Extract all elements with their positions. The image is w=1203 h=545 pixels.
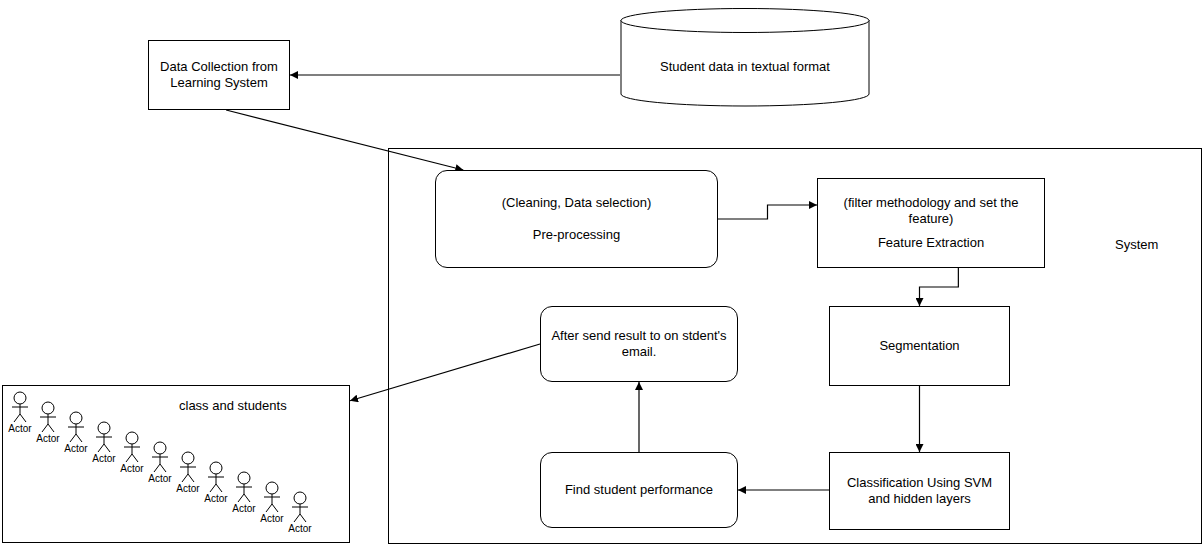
actor-body <box>40 414 56 432</box>
actor-head <box>42 402 54 414</box>
flow-arrow <box>226 110 463 170</box>
process-box: Segmentation <box>829 306 1010 386</box>
actor-figure <box>40 402 56 432</box>
actor-figure <box>68 412 84 442</box>
cylinder-top <box>621 9 869 33</box>
actor-group-box: class and students <box>2 385 350 543</box>
actor-label: Actor <box>56 443 96 455</box>
actor-label: Actor <box>0 423 40 435</box>
node-text: Feature Extraction <box>878 235 984 251</box>
process-box: Classification Using SVM and hidden laye… <box>829 452 1010 530</box>
process-box: After send result to on stdent's email. <box>540 306 738 382</box>
system-boundary: (Cleaning, Data selection) Pre-processing… <box>388 148 1202 544</box>
actor-head <box>266 482 278 494</box>
node-text: Pre-processing <box>533 227 620 243</box>
actor-body <box>236 484 252 502</box>
node-text: class and students <box>179 398 287 414</box>
actor-figure <box>96 422 112 452</box>
actor-figure <box>152 442 168 472</box>
node-text: (filter methodology and set the feature) <box>826 195 1036 227</box>
actor-label: Actor <box>28 433 68 445</box>
actor-head <box>154 442 166 454</box>
actor-head <box>182 452 194 464</box>
cylinder-outline <box>620 8 870 106</box>
actor-label: Actor <box>112 463 152 475</box>
actor-head <box>70 412 82 424</box>
actor-figure <box>208 462 224 492</box>
actor-head <box>14 392 26 404</box>
actor-body <box>12 404 28 422</box>
actor-body <box>124 444 140 462</box>
actor-head <box>238 472 250 484</box>
actor-figure <box>264 482 280 512</box>
process-box: Find student performance <box>540 452 738 528</box>
process-box: (Cleaning, Data selection) Pre-processing <box>435 170 718 268</box>
flow-arrow <box>919 386 920 452</box>
node-text: After send result to on stdent's email. <box>549 328 729 360</box>
node-text: System <box>1115 237 1158 253</box>
actor-label: Actor <box>196 493 236 505</box>
process-box: (filter methodology and set the feature)… <box>817 178 1045 268</box>
actor-label: Actor <box>224 503 264 515</box>
actor-figure <box>236 472 252 502</box>
node-text: Find student performance <box>565 482 713 498</box>
node-text: Data Collection from Learning System <box>157 59 281 91</box>
flow-arrow <box>638 382 639 452</box>
actor-body <box>292 504 308 522</box>
actor-body <box>152 454 168 472</box>
actor-figure <box>124 432 140 462</box>
actor-body <box>68 424 84 442</box>
actor-body <box>264 494 280 512</box>
actor-figure <box>180 452 196 482</box>
actor-label: Actor <box>140 473 180 485</box>
node-text: (Cleaning, Data selection) <box>502 195 652 211</box>
actor-figure <box>12 392 28 422</box>
actor-head <box>210 462 222 474</box>
node-text: Student data in textual format <box>660 59 830 75</box>
flow-arrow <box>290 74 620 75</box>
actor-body <box>180 464 196 482</box>
actor-body <box>96 434 112 452</box>
actor-body <box>208 474 224 492</box>
flow-arrow <box>718 205 817 219</box>
flow-arrow <box>738 489 829 490</box>
database-cylinder: Student data in textual format <box>620 8 870 106</box>
actor-label: Actor <box>280 523 320 535</box>
actor-label: Actor <box>84 453 124 465</box>
actor-head <box>126 432 138 444</box>
actor-head <box>98 422 110 434</box>
flow-arrow <box>920 268 959 306</box>
actor-figure <box>292 492 308 522</box>
actor-label: Actor <box>168 483 208 495</box>
node-text: Segmentation <box>879 338 959 354</box>
actor-head <box>294 492 306 504</box>
process-box: Data Collection from Learning System <box>148 40 290 110</box>
actor-label: Actor <box>252 513 292 525</box>
node-text: Classification Using SVM and hidden laye… <box>838 475 1001 507</box>
flow-arrow <box>350 344 540 401</box>
